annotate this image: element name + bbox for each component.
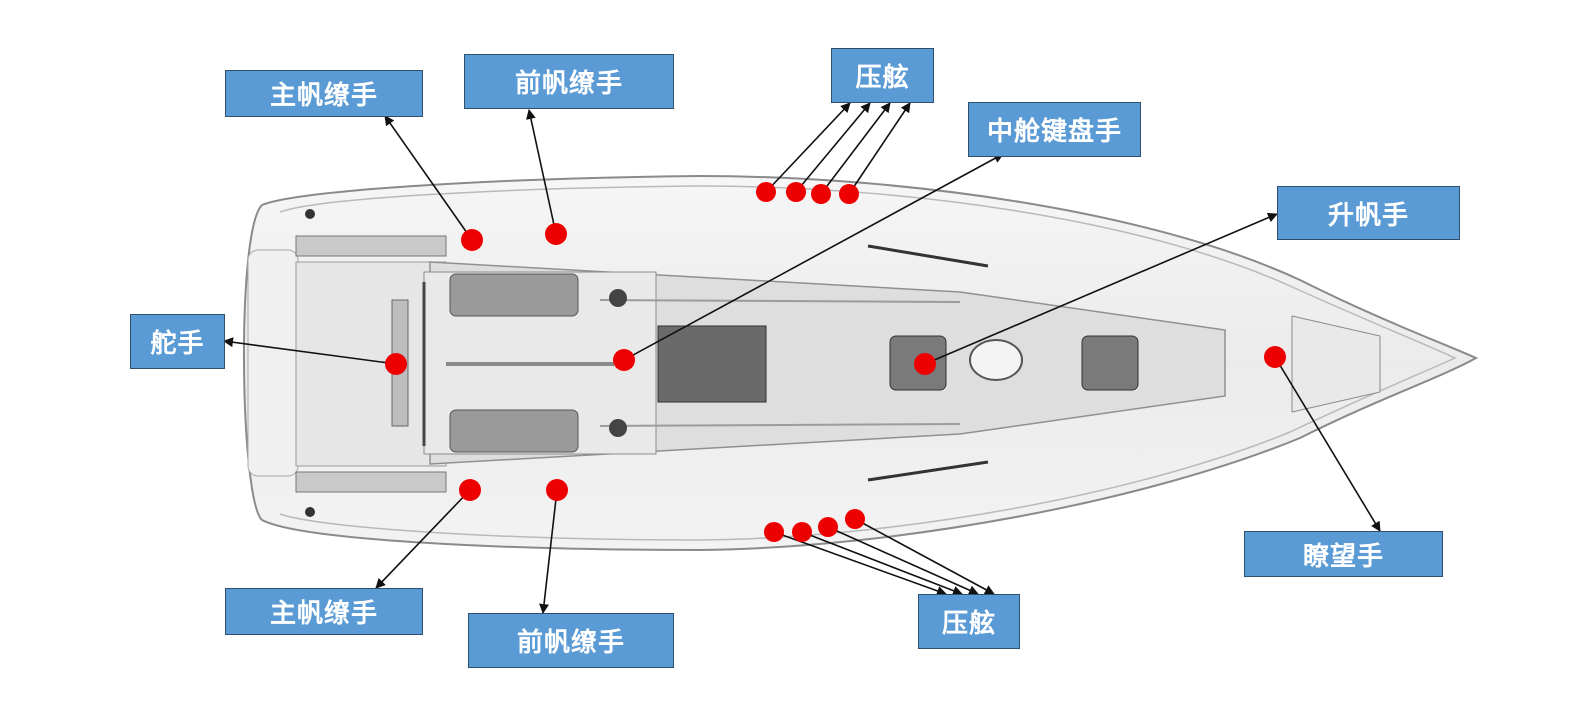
crew-markers xyxy=(385,182,1286,542)
label-jibsheet-bottom: 前帆缭手 xyxy=(468,613,674,668)
winch xyxy=(305,507,315,517)
deck-line xyxy=(599,423,961,427)
mast xyxy=(969,339,1023,381)
winch xyxy=(305,209,315,219)
arrow-rail-bottom-2 xyxy=(801,531,963,596)
marker-rail-top-3 xyxy=(811,184,831,204)
anchor-locker xyxy=(1291,315,1381,413)
arrow-rail-top-3 xyxy=(820,102,891,195)
arrow-rail-top-2 xyxy=(795,102,871,193)
arrow-lookout xyxy=(1274,356,1381,532)
winch xyxy=(609,289,627,307)
marker-jibsheet-bottom xyxy=(546,479,568,501)
arrow-pit xyxy=(623,153,1004,361)
grating-starboard xyxy=(449,409,579,453)
arrow-jibsheet-bottom xyxy=(539,489,558,614)
marker-mainsheet-bottom xyxy=(459,479,481,501)
winch xyxy=(609,419,627,437)
grating-port xyxy=(449,273,579,317)
deck-edge xyxy=(279,185,1457,541)
label-jibsheet-top: 前帆缭手 xyxy=(464,54,674,109)
marker-rail-top-1 xyxy=(756,182,776,202)
arrow-rail-top-4 xyxy=(848,102,911,195)
hatch-fore xyxy=(1081,335,1139,391)
arrow-mainsheet-bottom xyxy=(375,489,471,589)
label-halyard: 升帆手 xyxy=(1277,186,1460,240)
arrow-rail-bottom-3 xyxy=(827,526,979,595)
label-lookout: 瞭望手 xyxy=(1244,531,1443,577)
marker-rail-bottom-3 xyxy=(818,517,838,537)
marker-helm xyxy=(385,353,407,375)
marker-pit xyxy=(613,349,635,371)
arrow-rail-bottom-1 xyxy=(773,531,947,596)
label-mainsheet-bottom: 主帆缭手 xyxy=(225,588,423,635)
arrow-mainsheet-top xyxy=(384,115,473,241)
annotation-arrows xyxy=(223,102,1381,614)
cockpit-floor xyxy=(295,261,447,467)
arrow-halyard xyxy=(924,212,1278,365)
label-rail-top: 压舷 xyxy=(831,48,934,103)
marker-rail-bottom-1 xyxy=(764,522,784,542)
marker-lookout xyxy=(1264,346,1286,368)
label-pit: 中舱键盘手 xyxy=(968,102,1141,157)
label-rail-bottom: 压舷 xyxy=(918,594,1020,649)
marker-mainsheet-top xyxy=(461,229,483,251)
deck-line xyxy=(599,299,961,303)
arrow-rail-top-1 xyxy=(765,102,851,193)
marker-rail-top-4 xyxy=(839,184,859,204)
track-port xyxy=(867,244,989,268)
marker-halyard xyxy=(914,353,936,375)
marker-rail-bottom-4 xyxy=(845,509,865,529)
seat-starboard xyxy=(295,471,447,493)
marker-jibsheet-top xyxy=(545,223,567,245)
arrow-helm xyxy=(223,337,397,365)
stern-platform xyxy=(247,249,299,477)
track-starboard xyxy=(867,460,989,482)
companionway-hatch xyxy=(657,325,767,403)
seat-port xyxy=(295,235,447,257)
label-mainsheet-top: 主帆缭手 xyxy=(225,70,423,117)
arrow-jibsheet-top xyxy=(526,109,557,235)
marker-rail-bottom-2 xyxy=(792,522,812,542)
marker-rail-top-2 xyxy=(786,182,806,202)
arrow-rail-bottom-4 xyxy=(854,518,995,595)
label-helm: 舵手 xyxy=(130,314,225,369)
